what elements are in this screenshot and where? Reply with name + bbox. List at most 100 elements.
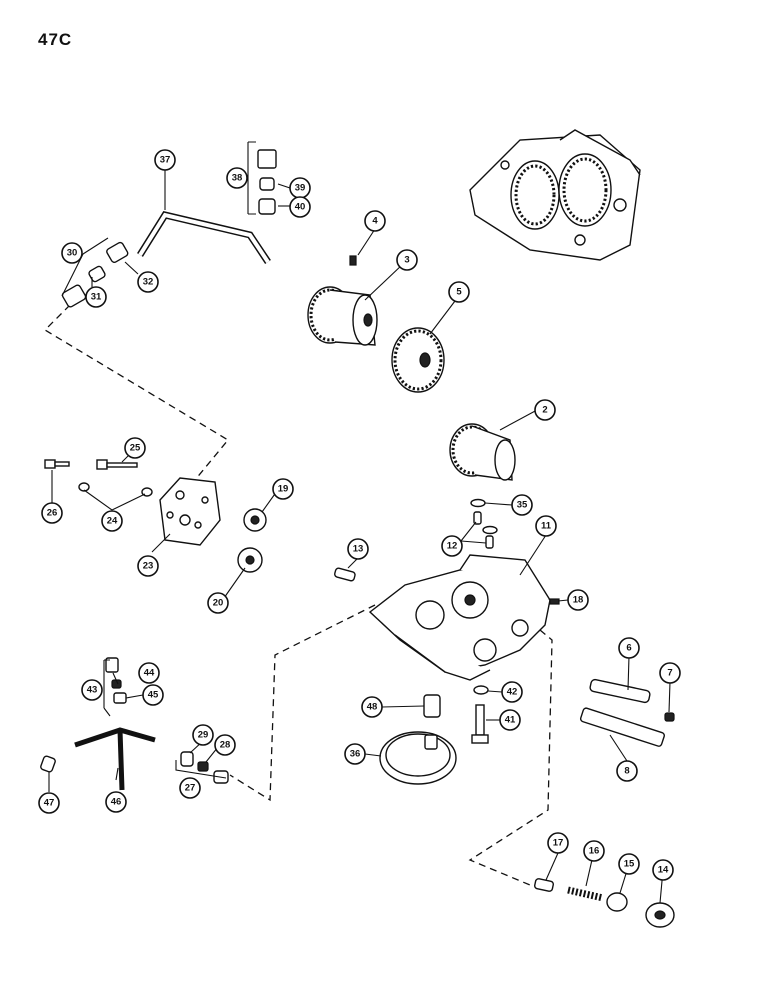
svg-text:45: 45 [148, 690, 159, 701]
callout-14: 14 [652, 859, 674, 881]
svg-text:15: 15 [624, 859, 635, 870]
svg-text:39: 39 [295, 183, 306, 194]
callout-27: 27 [179, 777, 201, 799]
svg-text:12: 12 [447, 541, 458, 552]
callout-25: 25 [124, 437, 146, 459]
svg-text:7: 7 [667, 668, 672, 679]
svg-text:37: 37 [160, 155, 171, 166]
svg-text:32: 32 [143, 277, 154, 288]
callout-15: 15 [618, 853, 640, 875]
fittings-38-39-40 [257, 149, 277, 215]
valve-17 [534, 878, 554, 892]
washer-24a [78, 482, 90, 492]
callout-13: 13 [347, 538, 369, 560]
svg-text:28: 28 [220, 740, 231, 751]
callout-20: 20 [207, 592, 229, 614]
washers-and-pins [470, 498, 498, 549]
svg-text:35: 35 [517, 500, 528, 511]
callout-43: 43 [81, 679, 103, 701]
bolt-26 [44, 459, 70, 469]
plug-14 [645, 902, 675, 928]
svg-text:26: 26 [47, 508, 58, 519]
callout-41: 41 [499, 709, 521, 731]
callout-40: 40 [289, 196, 311, 218]
pin-4 [349, 255, 357, 266]
plug-18 [549, 598, 560, 605]
callout-12: 12 [441, 535, 463, 557]
oil-line-routing [43, 304, 553, 886]
svg-text:30: 30 [67, 248, 78, 259]
svg-text:6: 6 [626, 643, 631, 654]
oil-tube-37-inner [138, 212, 270, 264]
svg-text:40: 40 [295, 202, 306, 213]
svg-text:14: 14 [658, 865, 669, 876]
rotor-19 [243, 508, 267, 532]
page-number-label: 47C [38, 30, 73, 49]
svg-text:2: 2 [542, 405, 547, 416]
fittings-43-44-45 [105, 657, 127, 704]
svg-text:8: 8 [624, 766, 629, 777]
callout-16: 16 [583, 840, 605, 862]
callout-26: 26 [41, 502, 63, 524]
callout-11: 11 [535, 515, 557, 537]
callout-6: 6 [618, 637, 640, 659]
svg-text:24: 24 [107, 516, 118, 527]
svg-text:38: 38 [232, 173, 243, 184]
callout-31: 31 [85, 286, 107, 308]
svg-text:43: 43 [87, 685, 98, 696]
callout-5: 5 [448, 281, 470, 303]
drive-shaft-8 [579, 707, 665, 747]
callout-42: 42 [501, 681, 523, 703]
pin-13 [334, 567, 356, 582]
svg-text:36: 36 [350, 749, 361, 760]
svg-text:19: 19 [278, 484, 289, 495]
washer-15 [606, 892, 628, 912]
svg-text:13: 13 [353, 544, 364, 555]
oil-line-46 [74, 727, 156, 791]
callout-28: 28 [214, 734, 236, 756]
assembled-oil-pump [469, 129, 641, 261]
plug-7 [664, 712, 675, 722]
callout-2: 2 [534, 399, 556, 421]
screen-fitting-48 [423, 694, 441, 718]
callout-8: 8 [616, 760, 638, 782]
oil-screen-36 [379, 731, 457, 785]
callout-19: 19 [272, 478, 294, 500]
callout-4: 4 [364, 210, 386, 232]
svg-text:16: 16 [589, 846, 600, 857]
svg-text:25: 25 [130, 443, 141, 454]
callout-44: 44 [138, 662, 160, 684]
pump-body-11 [368, 554, 551, 681]
elbow-47 [40, 755, 56, 773]
callout-35: 35 [511, 494, 533, 516]
callout-39: 39 [289, 177, 311, 199]
pump-cover-23 [159, 477, 221, 546]
callout-46: 46 [105, 791, 127, 813]
gear-5 [391, 327, 445, 393]
callout-47: 47 [38, 792, 60, 814]
svg-text:11: 11 [541, 521, 552, 532]
svg-text:42: 42 [507, 687, 518, 698]
callout-36: 36 [344, 743, 366, 765]
svg-text:20: 20 [213, 598, 224, 609]
svg-text:48: 48 [367, 702, 378, 713]
svg-text:5: 5 [456, 287, 462, 298]
svg-text:44: 44 [144, 668, 155, 679]
callout-45: 45 [142, 684, 164, 706]
svg-text:46: 46 [111, 797, 122, 808]
callout-30: 30 [61, 242, 83, 264]
gear-2 [449, 423, 516, 481]
svg-text:31: 31 [91, 292, 102, 303]
svg-text:27: 27 [185, 783, 196, 794]
callout-24: 24 [101, 510, 123, 532]
svg-text:17: 17 [553, 838, 564, 849]
callout-32: 32 [137, 271, 159, 293]
svg-text:47: 47 [44, 798, 55, 809]
svg-text:18: 18 [573, 595, 584, 606]
callout-7: 7 [659, 662, 681, 684]
svg-text:41: 41 [505, 715, 516, 726]
bolt-41 [471, 704, 489, 744]
svg-text:29: 29 [198, 730, 209, 741]
callout-38: 38 [226, 167, 248, 189]
